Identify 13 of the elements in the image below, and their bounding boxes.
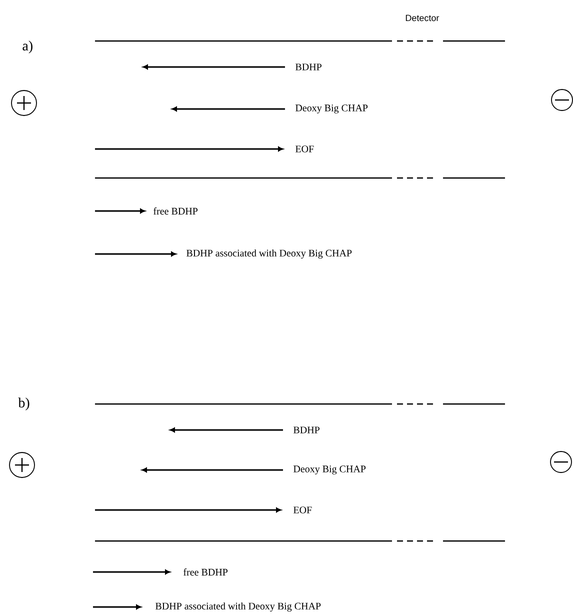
arrow-label: free BDHP (184, 568, 228, 576)
panel-label: a) (22, 40, 32, 54)
arrow-label: Deoxy Big CHAP (295, 104, 368, 114)
panel-label: b) (18, 398, 30, 410)
arrow-label: BDHP associated with Deoxy Big CHAP (155, 602, 321, 612)
arrow-label: BDHP (295, 64, 322, 70)
arrow-label: BDHP (293, 426, 320, 434)
arrow-label: EOF (295, 146, 314, 152)
arrow-label: BDHP associated with Deoxy Big CHAP (186, 249, 352, 259)
detector-label: Detector (406, 14, 440, 22)
arrow-label: Deoxy Big CHAP (293, 466, 366, 474)
arrow-label: EOF (293, 506, 312, 514)
arrow-label: free BDHP (154, 207, 198, 215)
